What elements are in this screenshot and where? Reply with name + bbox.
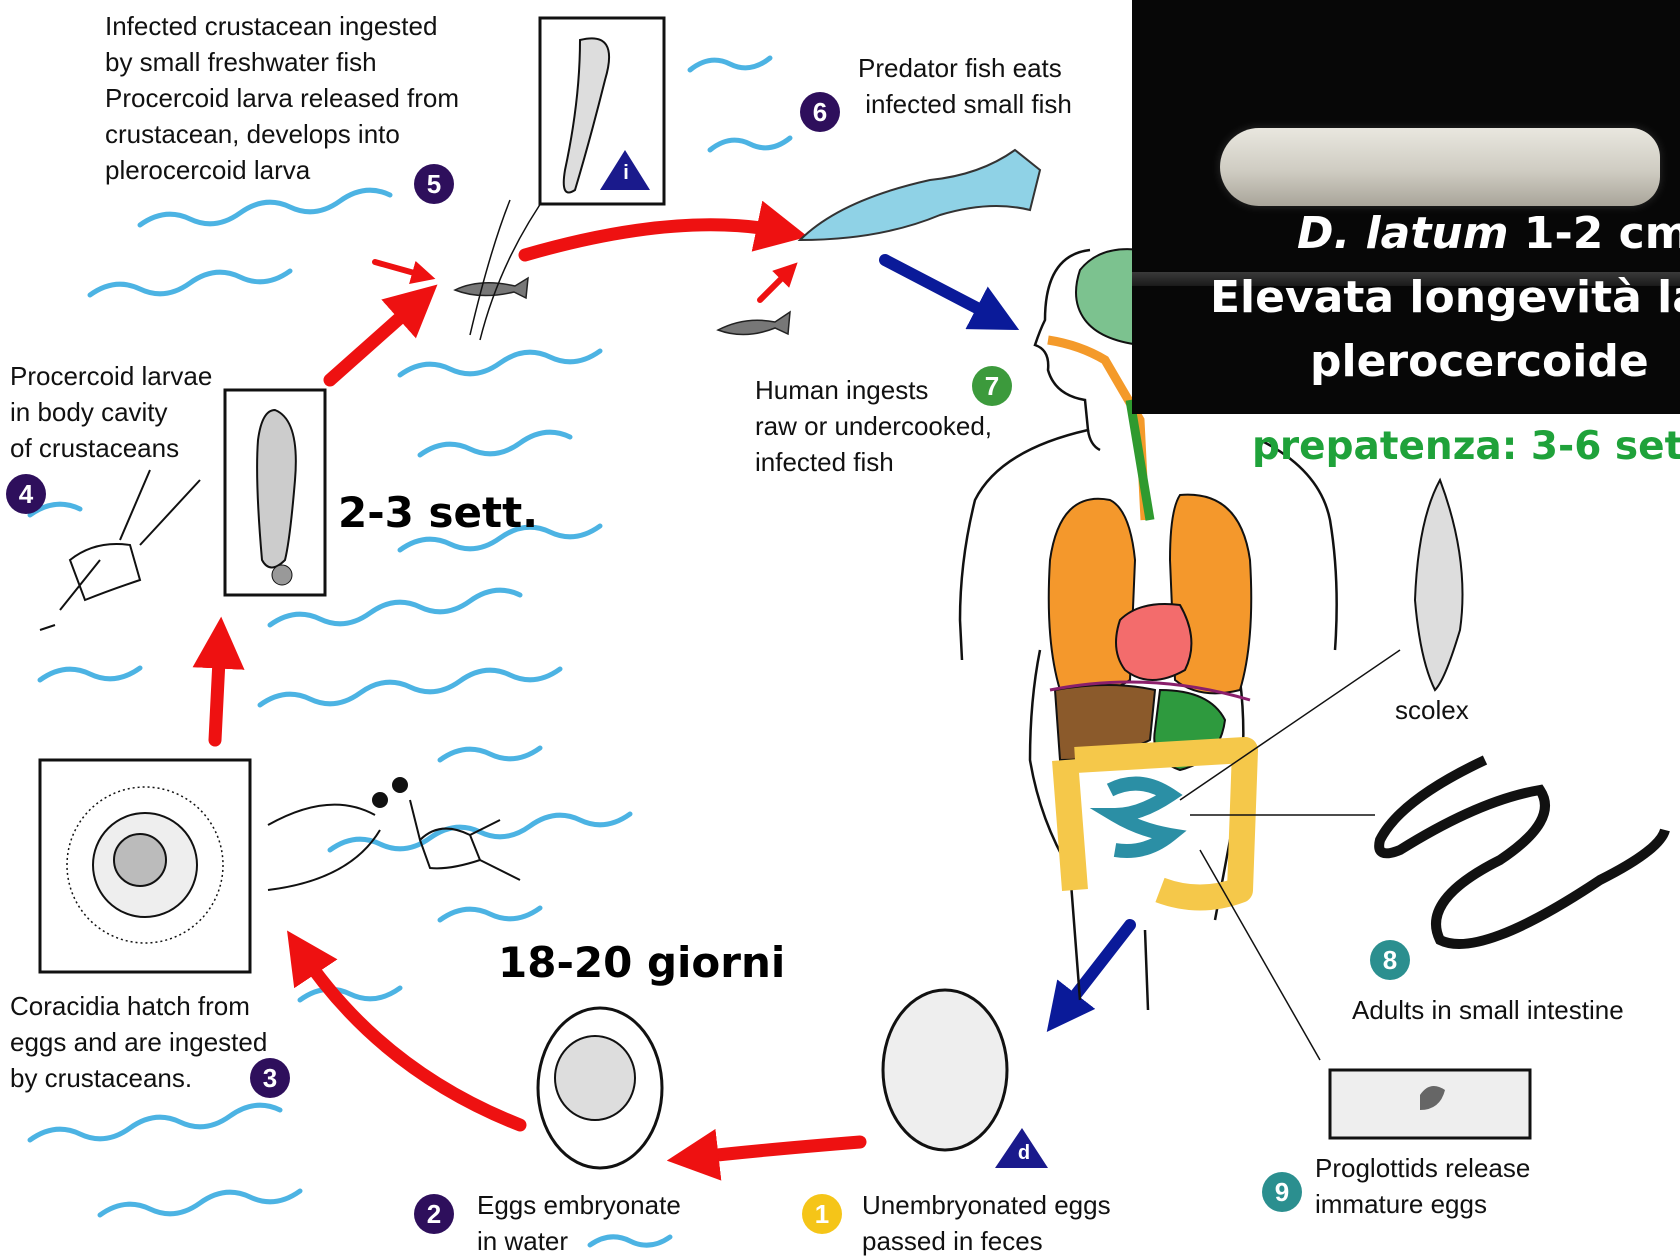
species-name: D. latum xyxy=(1297,208,1509,259)
time-larvae-label: 2-3 sett. xyxy=(338,488,538,537)
scolex-drawing xyxy=(1415,480,1463,690)
crustacean-step4 xyxy=(40,470,200,630)
badge-6: 6 xyxy=(800,92,840,132)
photo-caption-species: D. latum 1-2 cm xyxy=(1297,208,1680,259)
label-step3: Coracidia hatch from eggs and are ingest… xyxy=(10,988,267,1096)
larva-photo: D. latum 1-2 cm Elevata longevità larva … xyxy=(1132,0,1680,414)
photo-caption-larva: plerocercoide xyxy=(1310,336,1649,387)
badge-7: 7 xyxy=(972,366,1012,406)
badge-4: 4 xyxy=(6,474,46,514)
label-step9: Proglottids release immature eggs xyxy=(1315,1150,1530,1222)
small-fish-b xyxy=(718,312,790,335)
label-step7: Human ingests raw or undercooked, infect… xyxy=(755,372,992,480)
label-step8: Adults in small intestine xyxy=(1352,992,1624,1028)
label-step2: Eggs embryonate in water xyxy=(477,1187,681,1259)
time-eggs-label: 18-20 giorni xyxy=(498,938,785,987)
label-step6: Predator fish eats infected small fish xyxy=(858,50,1072,122)
small-intestine xyxy=(1110,784,1170,851)
adult-worm xyxy=(1379,760,1665,944)
badge-2: 2 xyxy=(414,1194,454,1234)
predator-fish xyxy=(800,150,1040,240)
label-scolex: scolex xyxy=(1395,692,1469,728)
photo-caption-longevity: Elevata longevità larva xyxy=(1210,272,1680,323)
brain xyxy=(1076,249,1140,345)
prepatency-label: prepatenza: 3-6 sett. xyxy=(1252,424,1680,469)
small-fish-a xyxy=(455,278,528,298)
label-step5: Infected crustacean ingested by small fr… xyxy=(105,8,459,188)
coracidium-box xyxy=(40,760,250,972)
large-intestine xyxy=(1065,750,1245,898)
badge-3: 3 xyxy=(250,1058,290,1098)
embryonated-egg xyxy=(538,1008,662,1168)
label-step4: Procercoid larvae in body cavity of crus… xyxy=(10,358,212,466)
badge-9: 9 xyxy=(1262,1172,1302,1212)
plerocercoid-larva-image xyxy=(1220,128,1660,206)
label-step1: Unembryonated eggs passed in feces xyxy=(862,1187,1111,1259)
proglottid xyxy=(1330,1070,1530,1138)
stage-i-icon: i xyxy=(606,158,646,188)
stage-d-icon: d xyxy=(1004,1138,1044,1168)
species-size: 1-2 cm xyxy=(1509,208,1680,259)
heart xyxy=(1116,604,1191,680)
larvae-box xyxy=(225,390,325,595)
infection-arrows xyxy=(215,225,860,1158)
badge-8: 8 xyxy=(1370,940,1410,980)
badge-1: 1 xyxy=(802,1194,842,1234)
badge-5: 5 xyxy=(414,164,454,204)
